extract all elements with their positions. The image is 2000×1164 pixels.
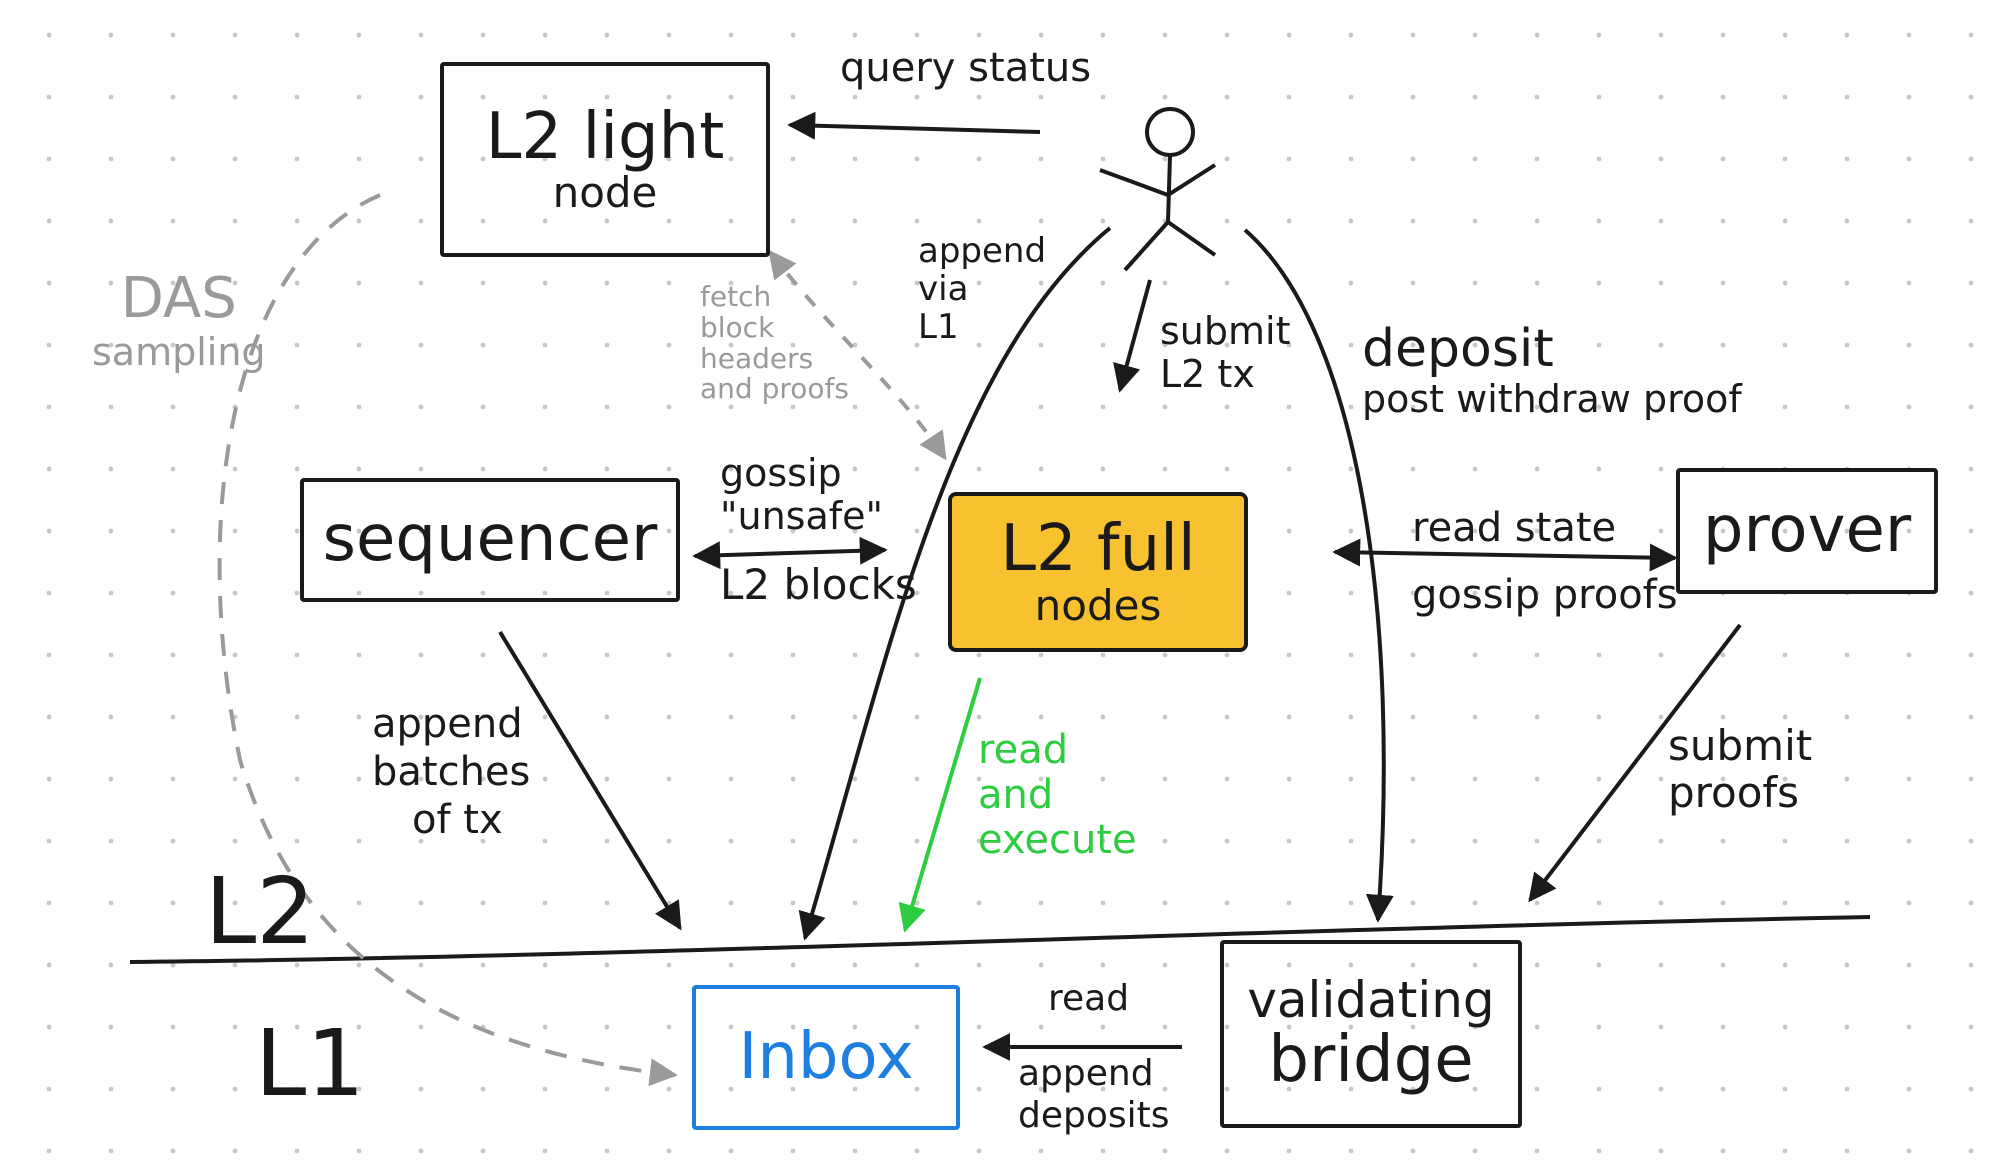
inbox-box[interactable]: Inbox (692, 985, 960, 1130)
append-via-l1-line-2: via (918, 269, 969, 310)
append-batches-arrow (498, 630, 682, 931)
l2-light-node-subtitle: node (552, 168, 658, 218)
read-execute-line-3: execute (978, 816, 1137, 863)
append-batches-line-1: append (372, 701, 523, 747)
sequencer-label: sequencer (322, 502, 658, 577)
query-status-arrow (787, 111, 1041, 140)
l2-light-node-title: L2 light (485, 99, 725, 174)
gossip-line-3: L2 blocks (720, 560, 917, 610)
read-append-line-2: append (1018, 1053, 1154, 1095)
submit-l2-tx-line-1: submit (1160, 309, 1291, 353)
validating-bridge-title: validating (1247, 971, 1495, 1030)
l2-light-node-box[interactable]: L2 light node (440, 62, 770, 257)
append-batches-line-3: of tx (412, 797, 503, 843)
read-state-arrow (1332, 538, 1678, 572)
submit-proofs-label: submit proofs (1668, 722, 1812, 816)
submit-l2-tx-arrow (1113, 279, 1152, 393)
deposit-label: deposit post withdraw proof (1362, 320, 1742, 421)
read-state-line-2: gossip proofs (1412, 571, 1678, 618)
l2-full-nodes-subtitle: nodes (1034, 580, 1162, 630)
fetch-headers-line-4: and proofs (700, 372, 849, 406)
append-via-l1-arrow (798, 226, 1112, 941)
fetch-headers-line-3: headers (700, 341, 814, 375)
gossip-blocks-arrow (692, 536, 888, 570)
submit-l2-tx-line-2: L2 tx (1160, 351, 1255, 396)
fetch-headers-label: fetch block headers and proofs (700, 280, 849, 406)
prover-box[interactable]: prover (1676, 468, 1938, 594)
das-sampling-line-1: DAS (120, 266, 237, 331)
gossip-blocks-label: gossip "unsafe" L2 blocks (720, 452, 917, 608)
deposit-line-2: post withdraw proof (1362, 377, 1742, 422)
l2-full-nodes-box[interactable]: L2 full nodes (948, 492, 1248, 652)
sequencer-box[interactable]: sequencer (300, 478, 680, 602)
deposit-arrow (1243, 228, 1394, 923)
read-execute-arrow (898, 677, 982, 933)
validating-bridge-subtitle: bridge (1268, 1022, 1474, 1097)
user-stick-figure-icon (1099, 107, 1217, 272)
das-sampling-line-2: sampling (92, 329, 266, 374)
append-batches-label: append batches of tx (372, 700, 530, 844)
submit-proofs-arrow (1528, 623, 1742, 903)
read-state-label: read state gossip proofs (1412, 506, 1678, 618)
gossip-line-2: "unsafe" (720, 493, 883, 538)
submit-l2-tx-label: submit L2 tx (1160, 310, 1290, 395)
append-via-l1-line-3: L1 (918, 307, 959, 348)
l2-full-nodes-title: L2 full (1000, 512, 1196, 587)
inbox-label: Inbox (738, 1019, 914, 1094)
das-sampling-curve (217, 193, 678, 1087)
layer-label-l1: L1 (255, 1010, 365, 1117)
prover-label: prover (1702, 493, 1912, 568)
append-via-l1-label: append via L1 (918, 232, 1046, 346)
fetch-headers-arrow (768, 249, 947, 461)
submit-proofs-line-2: proofs (1668, 768, 1800, 818)
append-via-l1-line-1: append (918, 231, 1047, 271)
layer-divider-line (129, 915, 1871, 964)
read-execute-label: read and execute (978, 728, 1137, 862)
read-append-label: read append deposits (1018, 978, 1170, 1136)
query-status-label: query status (840, 45, 1092, 91)
deposit-line-1: deposit (1362, 319, 1554, 379)
layer-label-l2: L2 (205, 858, 315, 965)
fetch-headers-line-1: fetch (700, 280, 772, 313)
submit-proofs-line-1: submit (1668, 721, 1813, 770)
append-batches-line-2: batches (372, 749, 531, 795)
read-append-line-3: deposits (1018, 1094, 1170, 1136)
read-state-line-1: read state (1412, 505, 1617, 551)
das-sampling-label: DAS sampling (92, 266, 266, 374)
read-execute-line-2: and (978, 771, 1054, 818)
gossip-line-1: gossip (720, 451, 842, 495)
read-append-line-1: read (1048, 978, 1130, 1019)
fetch-headers-line-2: block (700, 310, 775, 344)
validating-bridge-box[interactable]: validating bridge (1220, 940, 1522, 1128)
read-execute-line-1: read (978, 727, 1069, 773)
